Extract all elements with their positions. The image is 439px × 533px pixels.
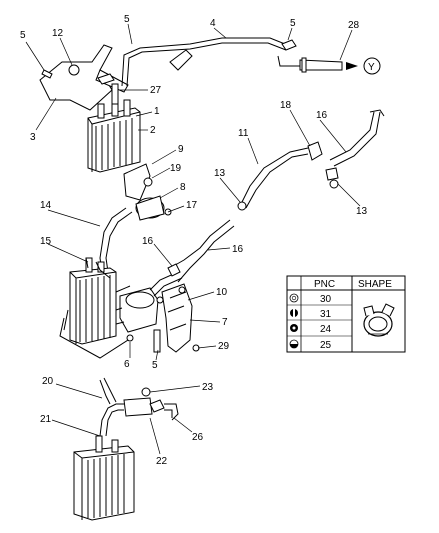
canister-bracket-mid (59, 309, 129, 359)
bolt (41, 69, 53, 79)
canister-body-lower (73, 445, 135, 521)
line-clip (169, 49, 193, 71)
callout-16: 16 (316, 110, 328, 121)
callout-13: 13 (214, 168, 226, 179)
canister-port-3 (123, 99, 131, 117)
purge-valve-assembly (123, 163, 172, 221)
legend-header-shape: SHAPE (358, 279, 392, 290)
callout-4: 4 (210, 18, 216, 29)
hose-28 (299, 59, 343, 71)
callout-22: 22 (156, 456, 168, 467)
callout-8: 8 (180, 182, 186, 193)
nut (68, 64, 80, 76)
callout-15: 15 (40, 236, 52, 247)
connector-y (363, 57, 381, 75)
arrow-icon (346, 62, 358, 70)
callout-1: 1 (154, 106, 160, 117)
callout-23: 23 (202, 382, 214, 393)
clamp-split-icon (290, 309, 298, 317)
callout-20: 20 (42, 376, 54, 387)
callout-17: 17 (186, 200, 198, 211)
callout-9: 9 (178, 144, 184, 155)
valve-bracket (123, 163, 151, 201)
canister-body-middle (69, 267, 117, 345)
legend-pnc-24: 24 (320, 324, 332, 335)
callouts: 5 12 5 4 5 28 27 1 2 3 9 19 8 17 14 15 1… (20, 14, 368, 467)
callout-16: 16 (142, 236, 154, 247)
callout-28: 28 (348, 20, 360, 31)
hose-15 (85, 257, 111, 279)
connector-label: Y (368, 62, 375, 73)
callout-16: 16 (232, 244, 244, 255)
bolt (281, 39, 297, 51)
clip-13 (325, 167, 339, 181)
mounting-bracket (161, 283, 193, 353)
callout-27: 27 (150, 85, 162, 96)
callout-13: 13 (356, 206, 368, 217)
callout-21: 21 (40, 414, 52, 425)
leader-lines (25, 23, 361, 455)
callout-5: 5 (290, 18, 296, 29)
callout-26: 26 (192, 432, 204, 443)
callout-12: 12 (52, 28, 64, 39)
callout-6: 6 (124, 359, 130, 370)
hose-16-middle (169, 219, 231, 269)
callout-14: 14 (40, 200, 52, 211)
callout-7: 7 (222, 317, 228, 328)
clip-18 (307, 141, 323, 161)
canister-middle (69, 257, 117, 345)
callout-5: 5 (152, 360, 158, 371)
vapor-line (121, 37, 291, 87)
clamp-filled-icon (290, 324, 298, 332)
clamp-half-icon (289, 339, 299, 349)
callout-3: 3 (30, 132, 36, 143)
legend-header-pnc: PNC (314, 279, 335, 290)
canister-port-1 (97, 103, 105, 119)
clamp-legend-table: PNC SHAPE 30 31 24 25 (286, 275, 406, 353)
callout-5: 5 (20, 30, 26, 41)
bolt (153, 329, 161, 353)
hose-26 (164, 403, 179, 421)
hose-clamp-shape-icon (363, 303, 395, 337)
callout-10: 10 (216, 287, 228, 298)
clip-13-left (237, 201, 247, 211)
hose-16-right (329, 111, 375, 161)
callout-29: 29 (218, 341, 230, 352)
callout-11: 11 (238, 128, 249, 139)
legend-pnc-25: 25 (320, 340, 332, 351)
connector-tube (111, 83, 119, 105)
hose-20 (99, 403, 124, 437)
legend-pnc-31: 31 (320, 309, 332, 320)
valve-connector (143, 177, 153, 187)
canister-lower (73, 435, 135, 521)
legend-pnc-30: 30 (320, 294, 332, 305)
callout-5: 5 (124, 14, 130, 25)
clamp-hollow-icon (289, 293, 299, 303)
callout-18: 18 (280, 100, 292, 111)
bracket-clip (97, 73, 115, 85)
tee-connector (123, 397, 153, 417)
line-11 (239, 147, 309, 207)
canister-upper (39, 44, 141, 173)
hose-clamp (301, 57, 307, 73)
callout-19: 19 (170, 163, 182, 174)
callout-2: 2 (150, 125, 156, 136)
